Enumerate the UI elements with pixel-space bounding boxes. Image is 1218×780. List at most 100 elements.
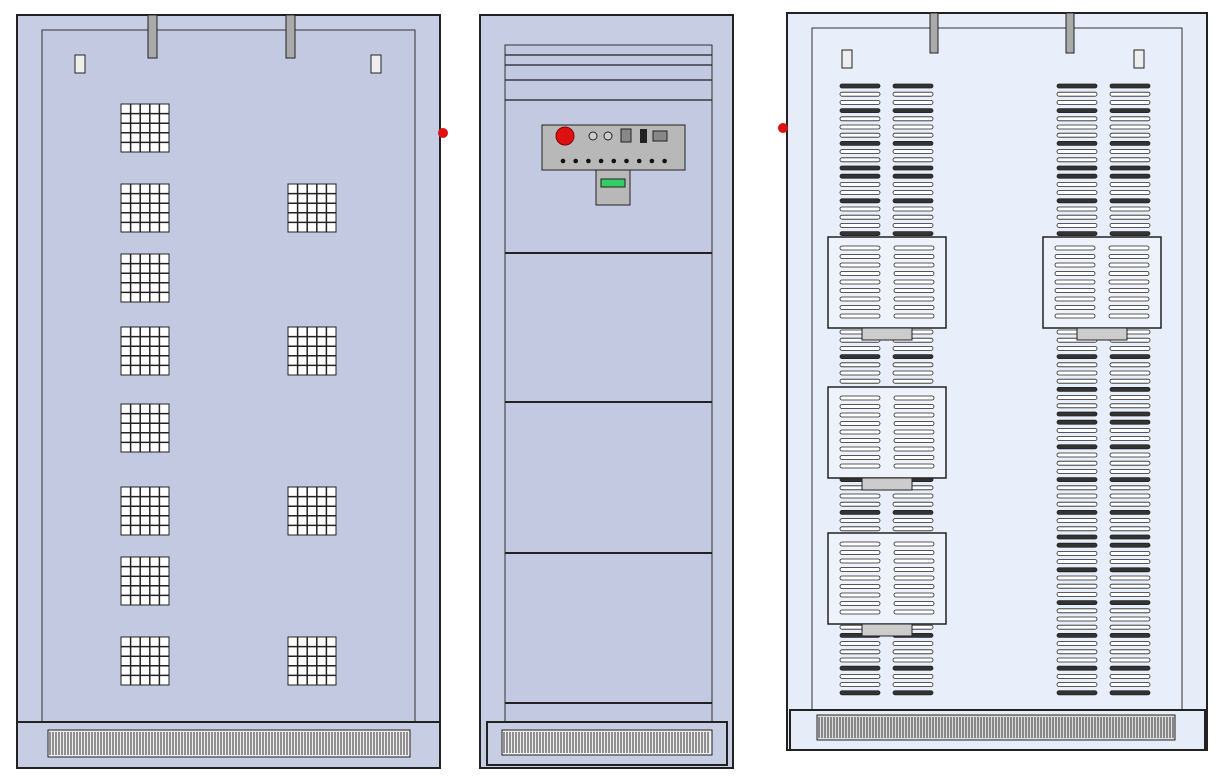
louver-slot [1109,91,1151,97]
emergency-stop-button[interactable] [555,126,575,146]
louver-slot [1056,108,1098,113]
louver-slot [1108,279,1150,285]
usb-port-icon [652,130,668,142]
louver-slot [1109,190,1151,196]
louver-slot [1109,682,1151,687]
louver-slot [839,132,881,138]
indicator-led [649,158,655,164]
louver-slot [1109,509,1151,515]
louver-slot [1054,305,1096,310]
louver-slot [892,493,934,499]
louver-slot [892,173,934,179]
louver-slot [893,279,935,285]
louver-slot [1109,370,1151,376]
rear-cabinet [778,12,1208,751]
louver-slot [893,245,935,251]
emergency-button-side[interactable] [778,123,788,133]
vent-grid [120,183,170,233]
hinge-bar [1065,12,1075,54]
louver-slot [892,149,934,155]
louver-slot [1054,313,1096,319]
louver-slot [1109,575,1151,581]
selector-switch[interactable] [603,131,613,141]
fan-panel [827,386,947,491]
louver-slot [1056,116,1098,122]
vent-grid [287,183,337,233]
louver-slot [839,173,881,179]
louver-slot [1056,477,1098,483]
louver-slot [1056,518,1098,523]
louver-slot [839,509,881,515]
louver-slot [893,575,935,581]
louver-slot [839,296,881,302]
louver-slot [839,140,881,146]
fan-motor [861,477,913,491]
louver-slot [839,313,881,319]
louver-slot [1056,403,1098,409]
louver-slot [1109,378,1151,384]
louver-slot [892,370,934,376]
louver-slot [892,83,934,89]
selector-switch[interactable] [588,131,598,141]
louver-slot [892,91,934,97]
louver-slot [892,124,934,130]
louver-slot [1056,362,1098,368]
louver-slot [1056,633,1098,638]
louver-slot [1109,345,1151,351]
louver-slot [1056,452,1098,458]
vent-grid-frame [120,486,170,536]
louver-slot [892,190,934,196]
louver-slot [892,198,934,204]
louver-slot [839,83,881,89]
louver-slot [1109,132,1151,138]
vent-grid [287,636,337,686]
vent-grid-frame [287,486,337,536]
louver-slot [893,601,935,606]
louver-slot [1056,157,1098,163]
louver-slot [839,550,881,555]
louver-slot [839,305,881,310]
louver-slot [892,362,934,368]
louver-slot [1109,501,1151,507]
louver-slot [1109,649,1151,655]
louver-slot [892,641,934,646]
louver-slot [1109,419,1151,425]
fan-panel [827,532,947,637]
louver-slot [892,657,934,663]
louver-slot [839,231,881,237]
louver-slot [1109,149,1151,155]
louver-slot [839,601,881,606]
latch-icon[interactable] [74,54,86,74]
louver-slot [1056,600,1098,605]
louver-slot [1109,83,1151,89]
latch-icon[interactable] [370,54,382,74]
latch-icon[interactable] [1133,49,1145,69]
louver-slot [839,198,881,204]
louver-slot [1056,386,1098,392]
louver-slot [1054,296,1096,302]
louver-slot [839,378,881,384]
louver-slot [892,132,934,138]
louver-slot [1056,190,1098,196]
fan-motor [1076,327,1128,341]
toggle-switch[interactable] [640,129,647,143]
louver-slot [839,682,881,687]
louver-slot [839,567,881,572]
louver-slot [893,592,935,598]
louver-slot [1056,649,1098,655]
louver-slot [893,558,935,564]
louver-slot [1109,567,1151,573]
louver-slot [893,446,935,452]
louver-slot [892,378,934,384]
louver-slot [1056,493,1098,499]
louver-slot [1109,116,1151,122]
latch-icon[interactable] [841,49,853,69]
louver-slot [839,345,881,351]
emergency-button-side[interactable] [438,128,448,138]
louver-slot [839,526,881,532]
louver-slot [1056,124,1098,130]
louver-slot [892,526,934,532]
louver-slot [839,362,881,368]
louver-slot [1056,100,1098,105]
